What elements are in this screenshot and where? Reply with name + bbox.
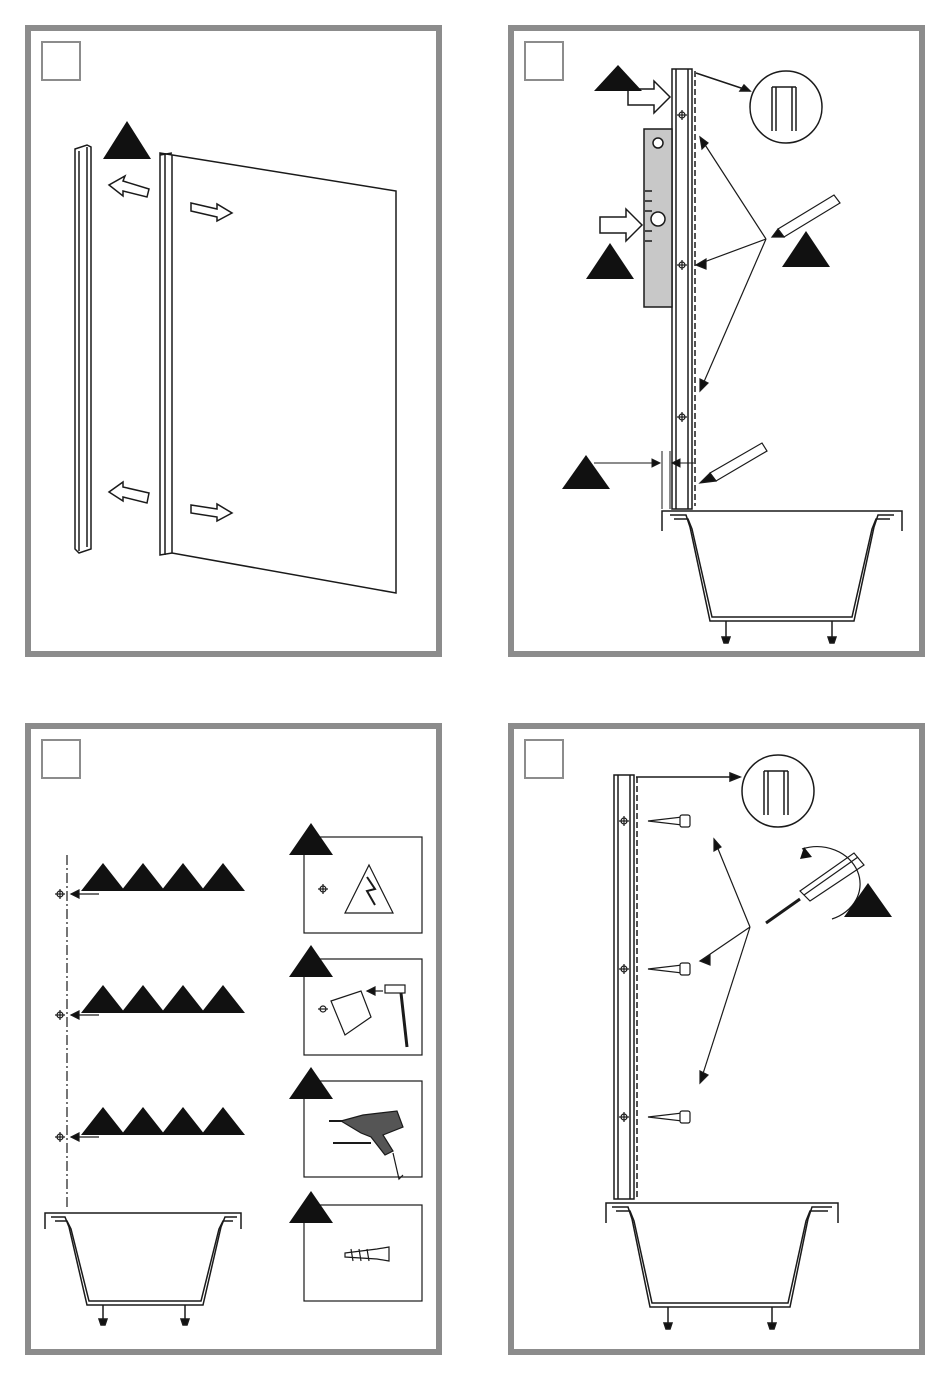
wall-profile <box>75 145 91 553</box>
panel-step-2 <box>508 25 925 657</box>
bathtub-icon <box>45 1213 241 1325</box>
illustration-marking-holes <box>514 31 919 651</box>
screw-icon <box>648 815 690 1123</box>
warning-triangle-icon <box>844 883 892 917</box>
bathtub-icon <box>662 511 902 643</box>
panel-step-1 <box>25 25 442 657</box>
arrow-icon <box>109 176 232 521</box>
panel-step-4 <box>508 723 925 1355</box>
illustration-screwing <box>514 729 919 1349</box>
tool-box-drill <box>289 1067 422 1179</box>
arrow-icon <box>700 839 750 1083</box>
bathtub-icon <box>606 1203 838 1329</box>
tool-box-wall-plug <box>289 1191 422 1301</box>
illustration-profile-removal <box>31 31 436 651</box>
warning-triangle-row <box>81 863 245 1135</box>
pencil-icon <box>700 195 840 483</box>
spirit-level-icon <box>644 129 672 307</box>
illustration-drilling <box>31 729 436 1349</box>
arrow-icon <box>696 137 766 391</box>
profile-detail-icon <box>696 71 822 143</box>
tool-box-hammer <box>289 945 422 1055</box>
hole-marker <box>677 110 687 422</box>
tool-box-electric <box>289 823 422 933</box>
warning-triangle-icon <box>103 121 151 159</box>
wall-profile <box>614 775 637 1199</box>
warning-triangle-icon <box>562 455 610 489</box>
gap-dimension <box>594 451 694 509</box>
hole-marker <box>619 816 629 1122</box>
hole-marker <box>55 889 99 1142</box>
panel-step-3 <box>25 723 442 1355</box>
warning-triangle-icon <box>782 231 830 267</box>
glass-panel <box>160 153 396 593</box>
profile-detail-icon <box>636 755 814 827</box>
wall-profile <box>672 69 695 509</box>
warning-triangle-icon <box>594 65 642 91</box>
warning-triangle-icon <box>586 243 634 279</box>
